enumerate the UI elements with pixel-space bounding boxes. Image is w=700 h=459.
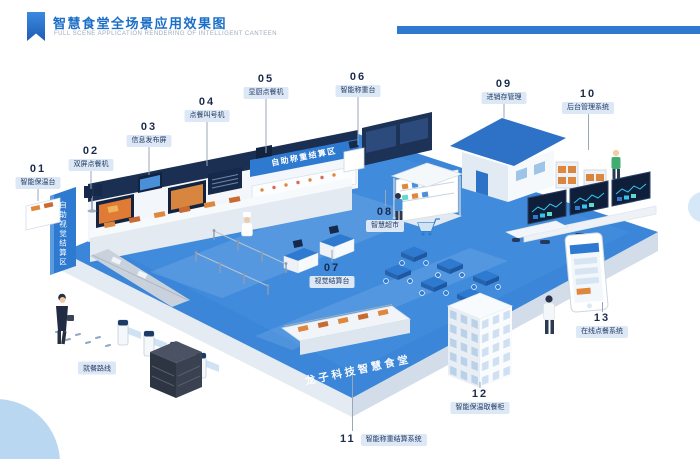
kitchen-order-screen (256, 145, 272, 159)
dual-screen-kiosk (84, 184, 102, 213)
flag-banner-icon (27, 12, 45, 41)
callout-label: 智能保温取餐柜 (450, 402, 510, 414)
office-desk (505, 220, 569, 242)
food-screen-2 (168, 180, 206, 214)
callout-line (90, 170, 92, 189)
weigh-zone-band (250, 139, 358, 177)
queue-rails (193, 228, 289, 296)
page-subtitle: FULL SCENE APPLICATION RENDERING OF INTE… (54, 31, 278, 37)
scene-label-dining-route: 就餐路线 (78, 361, 116, 375)
vision-checkout-counters (283, 225, 355, 274)
callout-line (265, 98, 267, 153)
callout-line (37, 188, 39, 201)
callout-label: 双屏点餐机 (68, 159, 114, 171)
warehouse-house (450, 118, 566, 202)
callout-label: 视觉结算台 (309, 276, 355, 288)
callout-12: 12 智能保温取餐柜 (450, 382, 510, 414)
callout-06: 06 智能称重台 (335, 71, 381, 145)
callout-line (503, 103, 505, 118)
callout-09: 09 进销存管理 (481, 78, 527, 118)
food-screen (96, 194, 134, 228)
callout-label: 智能称重台 (335, 85, 381, 97)
callout-01: 01 智能保温台 (15, 163, 61, 201)
chef-person (241, 212, 253, 237)
callout-line (384, 190, 386, 206)
callout-04: 04 点餐叫号机 (184, 96, 230, 166)
callout-label: 显厨点餐机 (243, 87, 289, 99)
header-accent-bar (397, 26, 700, 34)
callout-number: 10 (579, 88, 597, 100)
scene-label-vision-zone: 自助视觉结算区 (58, 200, 68, 268)
callout-13: 13 在线点餐系统 (576, 302, 628, 338)
callout-line (601, 302, 603, 312)
callout-line (331, 250, 333, 262)
shopping-cart-icon (417, 218, 440, 236)
callout-08: 08 智慧超市 (366, 190, 404, 232)
callout-line (148, 146, 150, 175)
callout-number: 07 (323, 262, 341, 274)
callout-number: 03 (140, 121, 158, 133)
callout-number: 02 (82, 145, 100, 157)
callout-line (352, 375, 353, 431)
tray-rack (150, 341, 202, 398)
smart-market-kiosk (390, 162, 464, 229)
callout-label: 点餐叫号机 (184, 110, 230, 122)
callout-line (479, 382, 481, 388)
pickup-cabinet (446, 292, 514, 388)
callout-label: 信息发布屏 (126, 135, 172, 147)
callout-11: 11 智能称重结算系统 (340, 375, 427, 446)
callout-number: 11 (340, 432, 356, 445)
walking-person (56, 293, 74, 345)
warming-counter (25, 197, 61, 231)
edge-decoration (688, 192, 700, 222)
page-title: 智慧食堂全场景应用效果图 (53, 16, 228, 31)
callout-line (206, 121, 208, 166)
customer-with-phone (543, 295, 555, 334)
callout-label: 智慧超市 (366, 220, 404, 232)
weigh-settlement-line (281, 304, 411, 355)
weigh-station (343, 140, 365, 173)
shopper-person (394, 193, 403, 220)
info-screen (138, 172, 162, 193)
callout-02: 02 双屏点餐机 (68, 145, 114, 189)
serving-counter (90, 178, 352, 262)
callout-label: 后台管理系统 (562, 102, 614, 114)
callout-number: 08 (376, 206, 394, 218)
menu-board (208, 167, 242, 195)
kitchen-monitor-wall (362, 112, 432, 166)
callout-10: 10 后台管理系统 (562, 88, 614, 150)
callout-number: 13 (593, 312, 611, 324)
callout-label: 智能称重结算系统 (360, 434, 427, 446)
callout-07: 07 视觉结算台 (309, 250, 355, 288)
callout-number: 06 (349, 71, 367, 83)
staff-person (611, 149, 621, 179)
callout-number: 09 (495, 78, 513, 90)
tray-conveyor (90, 249, 190, 307)
callout-label: 智能保温台 (15, 177, 61, 189)
corner-decoration (0, 399, 60, 459)
callout-05: 05 显厨点餐机 (243, 73, 289, 153)
callout-number: 05 (257, 73, 275, 85)
callout-label: 在线点餐系统 (576, 326, 628, 338)
callout-line (587, 113, 589, 150)
mobile-ordering-phone (564, 232, 609, 313)
callout-number: 01 (29, 163, 47, 175)
callout-number: 12 (471, 388, 489, 400)
callout-03: 03 信息发布屏 (126, 121, 172, 175)
callout-line (357, 96, 359, 145)
callout-label: 进销存管理 (481, 92, 527, 104)
callout-number: 04 (198, 96, 216, 108)
